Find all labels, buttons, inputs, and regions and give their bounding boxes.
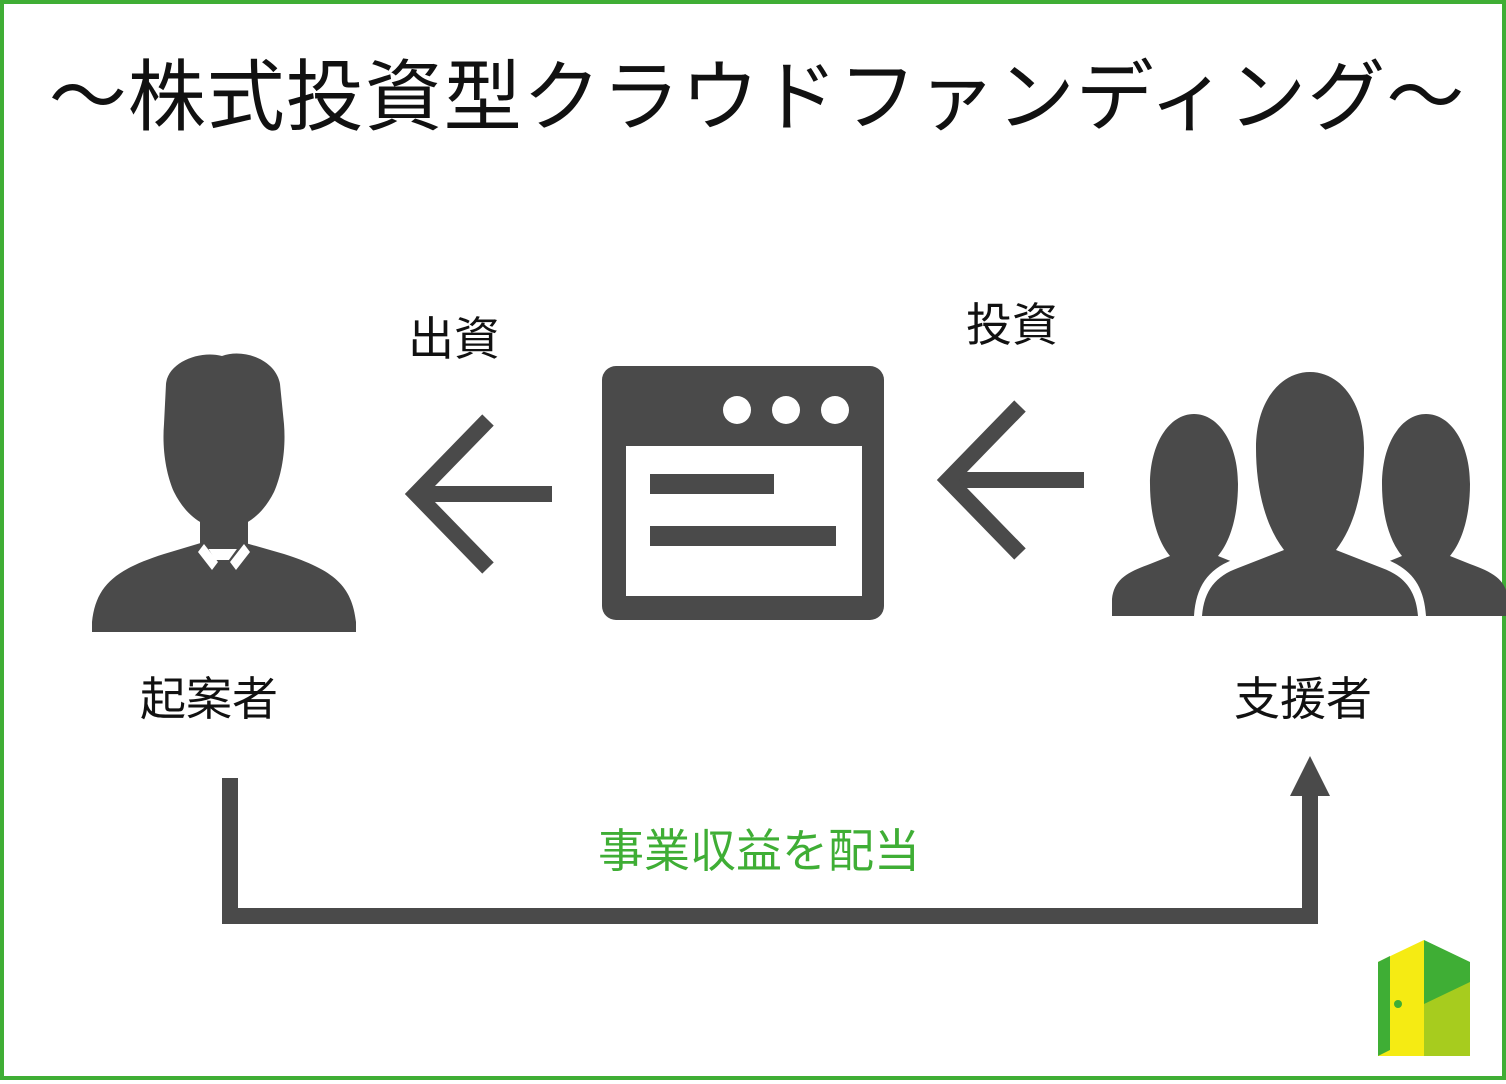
supporters-label: 支援者 — [1234, 672, 1372, 726]
dividend-label: 事業収益を配当 — [598, 824, 920, 878]
arrow-left-icon-investment — [936, 400, 1084, 560]
group-icon — [1112, 362, 1506, 616]
dividend-path-arrow — [222, 756, 1330, 924]
door-logo-icon — [1378, 940, 1470, 1056]
investment-label: 投資 — [966, 298, 1058, 352]
arrow-up-icon — [1290, 756, 1330, 796]
diagram-title: 〜株式投資型クラウドファンディング〜 — [48, 53, 1466, 143]
founder-label: 起案者 — [140, 672, 278, 726]
browser-window-icon — [602, 366, 884, 620]
diagram-graphics — [92, 353, 1506, 1056]
businessman-icon — [92, 353, 356, 632]
arrow-left-icon-funding — [404, 414, 552, 574]
funding-label: 出資 — [408, 312, 500, 366]
